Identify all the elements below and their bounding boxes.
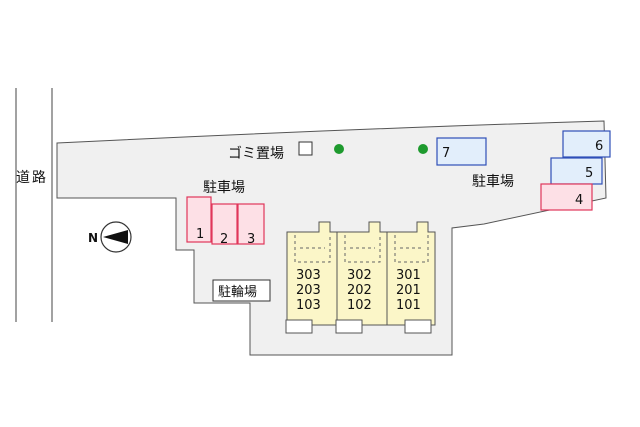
parking-right-label: 駐車場 — [472, 173, 514, 190]
garbage-area-label: ゴミ置場 — [228, 145, 284, 162]
room-number: 101 — [396, 298, 421, 313]
parking-space-4 — [540, 183, 593, 211]
room-number: 302 — [347, 268, 372, 283]
balcony-3 — [404, 319, 432, 334]
garbage-box — [298, 141, 313, 156]
road-label-char-1: 道 — [16, 170, 30, 186]
room-number: 202 — [347, 283, 372, 298]
parking-left-label: 駐車場 — [203, 179, 245, 196]
tree-icon — [418, 144, 428, 154]
parking-space-1 — [186, 196, 212, 243]
parking-space-4-label: 4 — [575, 193, 583, 208]
parking-space-6-label: 6 — [595, 139, 603, 154]
room-number: 301 — [396, 268, 421, 283]
parking-space-5-label: 5 — [585, 166, 593, 181]
bicycle-parking-box — [212, 279, 271, 302]
tree-icon — [334, 144, 344, 154]
parking-space-2-label: 2 — [220, 232, 228, 247]
parking-space-1-label: 1 — [196, 227, 204, 242]
parking-right-spaces: 4 5 6 7 — [436, 130, 611, 211]
parking-space-2 — [211, 203, 238, 245]
bicycle-parking-label: 駐輪場 — [218, 284, 257, 300]
unit-column-3 — [386, 221, 436, 326]
room-number: 303 — [296, 268, 321, 283]
parking-space-7-label: 7 — [442, 146, 450, 161]
balcony-1 — [285, 319, 313, 334]
compass-icon: N — [88, 221, 132, 253]
interior-dashes — [294, 235, 429, 263]
room-number: 103 — [296, 298, 321, 313]
room-number: 201 — [396, 283, 421, 298]
room-number: 102 — [347, 298, 372, 313]
parking-space-7 — [436, 137, 487, 166]
compass-north-label: N — [88, 231, 98, 245]
parking-space-3-label: 3 — [247, 232, 255, 247]
parking-space-5 — [550, 157, 603, 185]
room-number: 203 — [296, 283, 321, 298]
parking-space-6 — [562, 130, 611, 158]
apartment-building: 303 203 103 302 202 102 301 201 101 — [285, 221, 436, 334]
parking-space-3 — [237, 203, 265, 245]
road-label-char-2: 路 — [32, 170, 46, 186]
parking-left-spaces: 1 2 3 — [186, 196, 265, 247]
balcony-2 — [335, 319, 363, 334]
